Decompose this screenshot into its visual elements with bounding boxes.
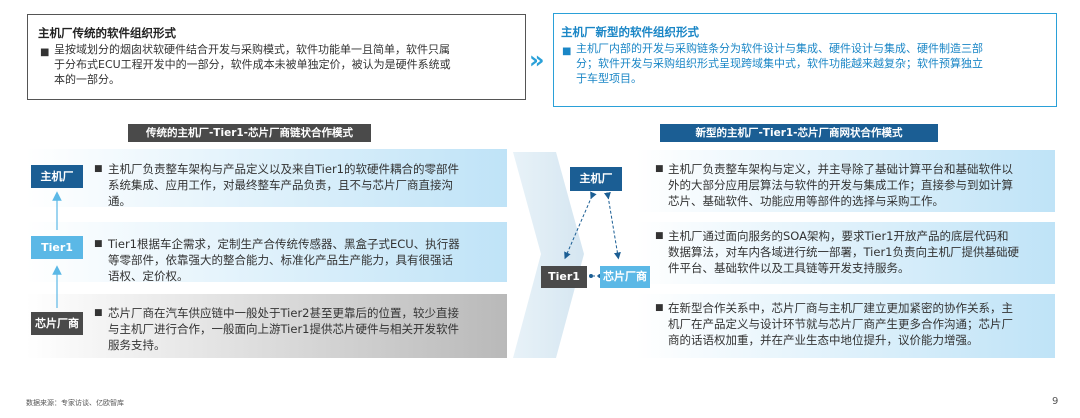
bullet-square-icon: ■ [94,308,103,318]
bullet-square-icon: ■ [94,164,103,174]
left-row-bg-chip [26,294,507,358]
bullet-square-icon: ■ [40,47,50,58]
bullet-square-icon: ■ [655,303,664,313]
left-row-bg-oem [26,149,507,207]
right-row-text-1: ■ 主机厂负责整车架构与定义，并主导除了基础计算平台和基础软件以 外的大部分应用… [655,162,1013,208]
right-row-bg-2 [636,222,1055,284]
bullet-square-icon: ■ [655,231,664,241]
new-bullet: ■ 主机厂内部的开发与采购链条分为软件设计与集成、硬件设计与集成、硬件制造三部 … [562,42,983,85]
new-title: 主机厂新型的软件组织形式 [561,25,699,39]
traditional-title: 主机厂传统的软件组织形式 [38,26,176,40]
right-row-text-2: ■ 主机厂通过面向服务的SOA架构，要求Tier1开放产品的底层代码和 数据算法… [655,229,1019,275]
left-label-oem: 主机厂 [31,165,83,188]
bullet-square-icon: ■ [562,46,572,57]
right-node-tier1: Tier1 [541,266,587,288]
traditional-software-box: 主机厂传统的软件组织形式 ■ 呈按域划分的烟囱状软硬件结合开发与采购模式，软件功… [27,14,526,100]
left-label-chip: 芯片厂商 [31,312,83,335]
bullet-square-icon: ■ [94,239,103,249]
right-node-chip: 芯片厂商 [600,266,650,288]
right-row-text-3: ■ 在新型合作关系中，芯片厂商与主机厂建立更加紧密的协作关系，主 机厂在产品定义… [655,301,1013,347]
right-row-bg-1 [636,150,1055,212]
left-row-bg-tier1 [26,222,507,282]
page-number: 9 [1052,396,1059,407]
data-source: 数据来源：专家访谈、亿欧智库 [26,399,124,407]
left-row-text-oem: ■ 主机厂负责整车架构与产品定义以及来自Tier1的软硬件耦合的零部件 系统集成… [94,162,459,208]
left-row-text-tier1: ■ Tier1根据车企需求，定制生产合传统传感器、黑盒子式ECU、执行器 等零部… [94,237,460,283]
new-network-header: 新型的主机厂-Tier1-芯片厂商网状合作模式 [660,124,938,142]
right-node-oem: 主机厂 [570,167,622,191]
right-row-bg-3 [636,294,1055,358]
bullet-square-icon: ■ [655,164,664,174]
traditional-chain-header: 传统的主机厂-Tier1-芯片厂商链状合作模式 [128,124,371,142]
new-software-box: 主机厂新型的软件组织形式 ■ 主机厂内部的开发与采购链条分为软件设计与集成、硬件… [553,13,1057,107]
traditional-bullet: ■ 呈按域划分的烟囱状软硬件结合开发与采购模式，软件功能单一且简单，软件只属 于… [40,43,451,86]
left-label-tier1: Tier1 [31,236,83,259]
left-row-text-chip: ■ 芯片厂商在汽车供应链中一般处于Tier2甚至更靠后的位置，较少直接 与主机厂… [94,306,459,352]
